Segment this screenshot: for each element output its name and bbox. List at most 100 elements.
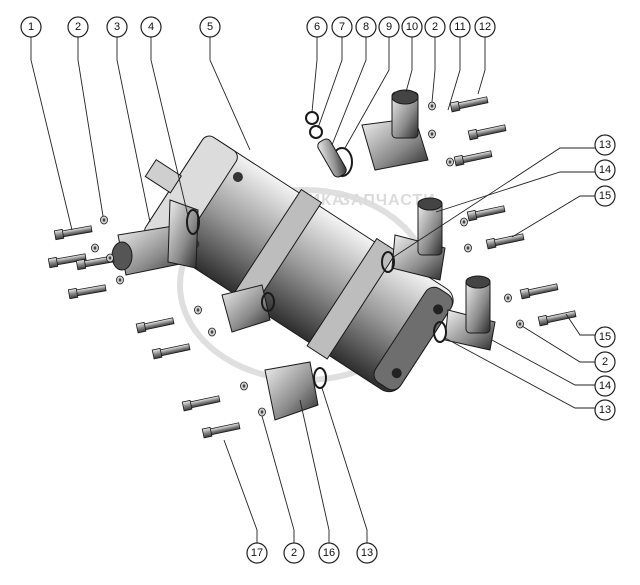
washer bbox=[100, 215, 108, 225]
outlet-fitting-middle bbox=[391, 197, 446, 281]
outlet-fitting-lower bbox=[444, 275, 496, 351]
washer bbox=[106, 253, 114, 263]
o-ring bbox=[261, 292, 275, 312]
washer bbox=[460, 217, 468, 227]
ring bbox=[305, 111, 319, 125]
washer bbox=[91, 243, 99, 253]
callout-13: 13 bbox=[594, 399, 616, 421]
svg-text:14: 14 bbox=[599, 380, 611, 392]
svg-text:17: 17 bbox=[251, 547, 263, 559]
bolt bbox=[67, 282, 107, 300]
svg-text:3: 3 bbox=[114, 21, 120, 33]
bolt bbox=[467, 122, 507, 141]
o-ring bbox=[313, 367, 327, 389]
washer bbox=[208, 327, 216, 337]
o-ring bbox=[433, 321, 447, 343]
callout-8: 8 bbox=[355, 16, 377, 38]
svg-text:2: 2 bbox=[432, 21, 438, 33]
bolt bbox=[449, 94, 489, 113]
callout-7: 7 bbox=[331, 16, 353, 38]
coupling bbox=[317, 138, 347, 178]
callout-17: 17 bbox=[246, 542, 268, 564]
callout-14: 14 bbox=[594, 375, 616, 397]
bolt bbox=[181, 393, 221, 412]
housing-bolt-hole bbox=[433, 304, 444, 315]
callouts: 1 2 3 4 5 6 7 8 9 10 2 11 12 13 14 15 15… bbox=[20, 16, 616, 564]
callout-6: 6 bbox=[306, 16, 328, 38]
side-fitting-left bbox=[221, 284, 271, 333]
washer bbox=[258, 407, 266, 417]
callout-1: 1 bbox=[20, 16, 42, 38]
o-ring bbox=[186, 209, 200, 235]
callout-2: 2 bbox=[424, 16, 446, 38]
washer bbox=[504, 293, 512, 303]
watermark-right-text: ЗАПЧАСТИ bbox=[340, 192, 436, 209]
drive-shaft bbox=[144, 158, 183, 194]
bolt bbox=[453, 148, 493, 167]
svg-text:2: 2 bbox=[602, 356, 608, 368]
callout-15: 15 bbox=[594, 326, 616, 348]
callout-3: 3 bbox=[106, 16, 128, 38]
section-plate-2 bbox=[306, 237, 398, 360]
housing-bolt-hole bbox=[391, 368, 402, 379]
bolt bbox=[519, 281, 559, 300]
callout-14: 14 bbox=[594, 159, 616, 181]
svg-text:13: 13 bbox=[599, 404, 611, 416]
svg-text:2: 2 bbox=[75, 21, 81, 33]
rear-cover bbox=[373, 286, 453, 391]
inlet-fitting bbox=[111, 199, 199, 276]
callout-2: 2 bbox=[67, 16, 89, 38]
svg-text:11: 11 bbox=[454, 21, 465, 33]
svg-text:15: 15 bbox=[599, 331, 611, 343]
svg-text:14: 14 bbox=[599, 164, 611, 176]
bolt bbox=[53, 223, 93, 241]
washer bbox=[428, 129, 436, 139]
svg-text:6: 6 bbox=[314, 21, 320, 33]
callout-4: 4 bbox=[140, 16, 162, 38]
svg-text:13: 13 bbox=[599, 139, 611, 151]
bolt bbox=[151, 341, 191, 360]
svg-text:4: 4 bbox=[148, 21, 154, 33]
svg-text:8: 8 bbox=[363, 21, 369, 33]
callout-13: 13 bbox=[356, 542, 378, 564]
svg-text:15: 15 bbox=[599, 190, 611, 202]
pump-assembly bbox=[144, 135, 454, 393]
svg-text:10: 10 bbox=[406, 21, 418, 33]
callout-10: 10 bbox=[401, 16, 423, 38]
svg-text:5: 5 bbox=[207, 21, 213, 33]
callout-11: 11 bbox=[449, 16, 471, 38]
callout-2: 2 bbox=[283, 542, 305, 564]
o-ring bbox=[381, 251, 395, 273]
svg-text:9: 9 bbox=[386, 21, 392, 33]
callout-5: 5 bbox=[199, 16, 221, 38]
bolt bbox=[135, 315, 175, 334]
bolt bbox=[201, 420, 241, 439]
svg-text:16: 16 bbox=[323, 547, 335, 559]
callout-2: 2 bbox=[594, 351, 616, 373]
callout-16: 16 bbox=[318, 542, 340, 564]
svg-text:2: 2 bbox=[291, 547, 297, 559]
ring bbox=[309, 125, 323, 139]
washer bbox=[194, 305, 202, 315]
svg-text:12: 12 bbox=[479, 21, 491, 33]
svg-text:13: 13 bbox=[361, 547, 373, 559]
washer bbox=[464, 243, 472, 253]
washer bbox=[116, 275, 124, 285]
svg-text:1: 1 bbox=[28, 21, 34, 33]
housing-bolt-hole bbox=[232, 171, 243, 182]
outlet-fitting-top bbox=[361, 89, 429, 171]
bolt bbox=[466, 203, 506, 222]
side-fitting-bottom bbox=[264, 361, 319, 421]
callout-15: 15 bbox=[594, 185, 616, 207]
svg-text:7: 7 bbox=[339, 21, 345, 33]
bolt bbox=[485, 231, 525, 250]
callout-12: 12 bbox=[474, 16, 496, 38]
callout-13: 13 bbox=[594, 134, 616, 156]
callout-9: 9 bbox=[378, 16, 400, 38]
bolt bbox=[537, 308, 577, 327]
washer bbox=[428, 101, 436, 111]
washer bbox=[240, 381, 248, 391]
washer bbox=[446, 157, 454, 167]
